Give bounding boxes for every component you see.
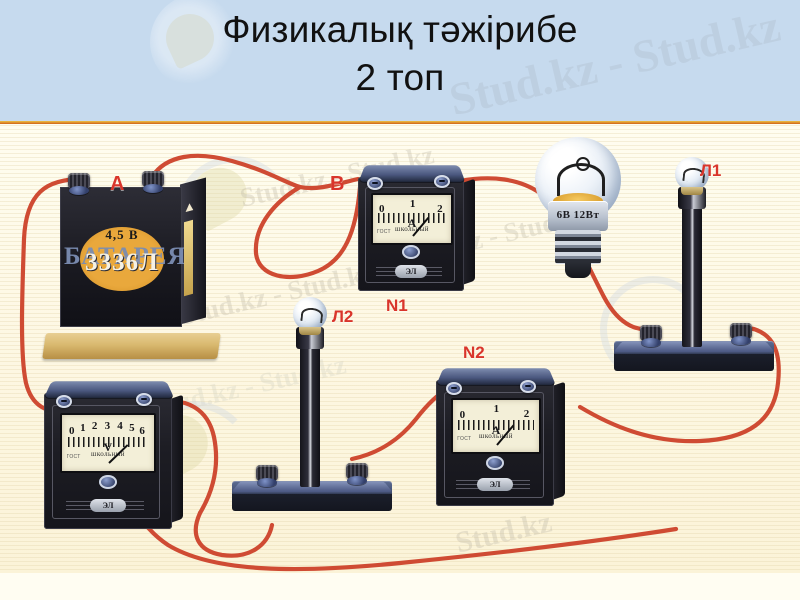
spare-bulb-screw-base <box>555 230 601 264</box>
title-line-2: 2 топ <box>355 57 445 98</box>
voltmeter-dial: 0 1 2 3 4 5 6 V школьный ГОСТ <box>60 413 156 473</box>
node-label-b: B <box>330 173 345 195</box>
spare-bulb-filament <box>557 157 605 196</box>
circuit-photo: Stud.kz - Stud.kz Stud.kz - Stud.kz Stud… <box>0 121 800 573</box>
battery-terminal-right[interactable] <box>142 171 164 193</box>
ammeter-n2-scale-numbers: 0 1 2 <box>459 403 530 422</box>
ammeter-n1-terminal-left[interactable] <box>367 177 383 190</box>
ammeter-n1[interactable]: 0 1 2 A школьный ГОСТ ЭЛ <box>358 163 475 291</box>
voltmeter-mark-text: ГОСТ <box>66 454 81 461</box>
battery-strip <box>184 219 193 297</box>
ammeter-n2-label: N2 <box>463 343 485 362</box>
ammeter-n1-mark-text: ГОСТ <box>376 228 391 235</box>
voltmeter-adjust-screw[interactable] <box>99 475 117 489</box>
spare-bulb-rating-text: 6В 12Вт <box>556 209 600 221</box>
ammeter-n1-dial: 0 1 2 A школьный ГОСТ <box>371 193 453 245</box>
lamp-l1-bulb <box>675 157 709 195</box>
voltmeter-frame <box>52 405 160 519</box>
lamp-l2-terminal-left[interactable] <box>256 465 278 487</box>
ammeter-n1-plaque: ЭЛ <box>395 265 427 278</box>
lamp-l2-terminal-right[interactable] <box>346 463 368 485</box>
lamp-l2-post <box>300 337 320 487</box>
lamp-l1-terminal-left[interactable] <box>640 325 662 347</box>
ammeter-n2[interactable]: 0 1 2 A школьный ГОСТ ЭЛ <box>436 366 565 506</box>
ammeter-n2-plaque: ЭЛ <box>477 478 513 491</box>
voltmeter-plaque: ЭЛ <box>90 499 126 512</box>
ammeter-n2-terminal-right[interactable] <box>520 380 536 393</box>
battery-model-text: 3336Л <box>85 249 159 276</box>
ammeter-n2-unit: A <box>491 422 501 437</box>
ammeter-n2-adjust-screw[interactable] <box>486 456 504 470</box>
lamp-l1-label: Л1 <box>700 161 722 180</box>
lamp-l2[interactable] <box>231 289 393 511</box>
ammeter-n1-scale-numbers: 0 1 2 <box>378 198 443 216</box>
ammeter-n1-label: N1 <box>386 296 408 315</box>
title-line-1: Физикалық тәжірибе <box>222 9 578 50</box>
battery[interactable]: 4,5 В БАТАРЕЯ 3336Л ▲ <box>42 169 221 359</box>
ammeter-n1-unit: A <box>407 216 417 231</box>
battery-wood-stand <box>42 333 221 359</box>
node-label-a: A <box>110 173 125 195</box>
ammeter-n1-frame <box>365 187 455 283</box>
battery-brand-text: БАТАРЕЯ <box>64 243 187 270</box>
spare-bulb-collar <box>548 201 608 231</box>
ammeter-n2-terminal-left[interactable] <box>446 382 462 395</box>
ammeter-n2-frame <box>444 392 544 498</box>
photo-top-border <box>0 121 800 124</box>
ammeter-n1-terminal-right[interactable] <box>434 175 450 188</box>
ammeter-n2-school-text: школьный <box>479 432 513 441</box>
lamp-l2-bulb <box>293 297 327 335</box>
voltmeter-scale-numbers: 0 1 2 3 4 5 6 <box>69 419 145 438</box>
watermark-logo-icon <box>150 0 246 90</box>
slide-header: Stud.kz - Stud.kz Физикалық тәжірибе 2 т… <box>0 0 800 121</box>
ammeter-n2-dial: 0 1 2 A школьный ГОСТ <box>451 398 541 454</box>
page-title: Физикалық тәжірибе 2 топ <box>0 6 800 102</box>
lamp-l1-terminal-right[interactable] <box>730 323 752 345</box>
voltmeter-terminal-right[interactable] <box>136 393 152 406</box>
battery-voltage-label: 4,5 В <box>105 227 139 242</box>
voltmeter-unit: V <box>103 439 113 454</box>
voltmeter-terminal-left[interactable] <box>56 395 72 408</box>
ammeter-n2-mark-text: ГОСТ <box>457 436 472 443</box>
voltmeter[interactable]: 0 1 2 3 4 5 6 V школьный ГОСТ <box>43 379 183 529</box>
lamp-l1[interactable] <box>613 149 775 371</box>
voltmeter-school-text: школьный <box>91 449 125 458</box>
battery-label-oval <box>80 227 164 291</box>
lamp-l2-label: Л2 <box>332 307 354 326</box>
spare-bulb-tip <box>565 262 591 278</box>
ammeter-n1-school-text: школьный <box>395 224 429 233</box>
spare-bulb[interactable]: 6В 12Вт <box>535 137 627 283</box>
battery-terminal-left[interactable] <box>68 173 90 195</box>
lamp-l1-post <box>682 197 702 347</box>
ammeter-n1-adjust-screw[interactable] <box>402 245 420 259</box>
